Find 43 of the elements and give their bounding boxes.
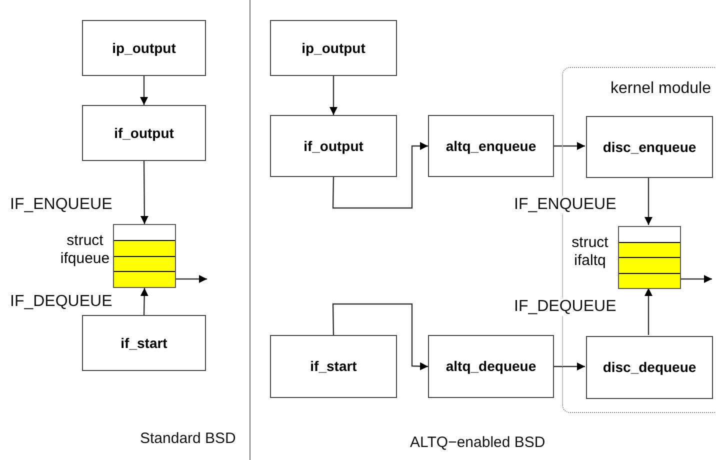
queue-stack xyxy=(618,226,681,289)
arrow xyxy=(554,362,585,370)
edge-label: IF_ENQUEUE xyxy=(10,196,112,214)
function-name: if_output xyxy=(114,124,174,143)
process-box xyxy=(586,116,713,178)
function-name: disc_dequeue xyxy=(602,358,696,377)
process-box xyxy=(82,105,206,161)
column-caption: Standard BSD xyxy=(140,429,236,449)
process-box xyxy=(428,115,554,177)
arrow xyxy=(176,275,207,283)
arrow xyxy=(330,76,338,115)
process-box xyxy=(270,335,397,398)
column-caption: ALTQ−enabled BSD xyxy=(410,433,546,453)
process-box xyxy=(82,20,206,76)
function-name: if_output xyxy=(304,136,364,156)
region-title: kernel module xyxy=(610,79,711,99)
function-name: altq_dequeue xyxy=(446,357,536,376)
function-name: ip_output xyxy=(112,38,176,58)
arrow xyxy=(644,288,652,335)
function-name: disc_enqueue xyxy=(602,138,696,157)
function-name: altq_enqueue xyxy=(446,136,536,156)
arrow xyxy=(332,303,428,370)
arrow xyxy=(140,76,148,105)
queue-stack xyxy=(113,224,176,288)
edge-label: IF_DEQUEUE xyxy=(514,298,616,316)
queue-label: struct ifaltq xyxy=(570,234,610,270)
arrow xyxy=(680,275,712,283)
process-box xyxy=(270,115,397,177)
edge-label: IF_DEQUEUE xyxy=(10,293,112,311)
queue-label: struct ifqueue xyxy=(59,232,111,268)
edge-label: IF_ENQUEUE xyxy=(514,196,616,214)
arrow xyxy=(332,142,428,209)
process-box xyxy=(586,336,713,399)
process-box xyxy=(428,335,554,398)
function-name: if_start xyxy=(120,334,168,352)
arrow xyxy=(644,177,652,225)
arrow xyxy=(554,142,585,150)
arrow xyxy=(140,161,148,224)
arrow xyxy=(140,288,148,316)
function-name: ip_output xyxy=(302,38,366,58)
process-box xyxy=(82,315,206,371)
process-box xyxy=(270,20,397,76)
function-name: if_start xyxy=(310,357,357,376)
